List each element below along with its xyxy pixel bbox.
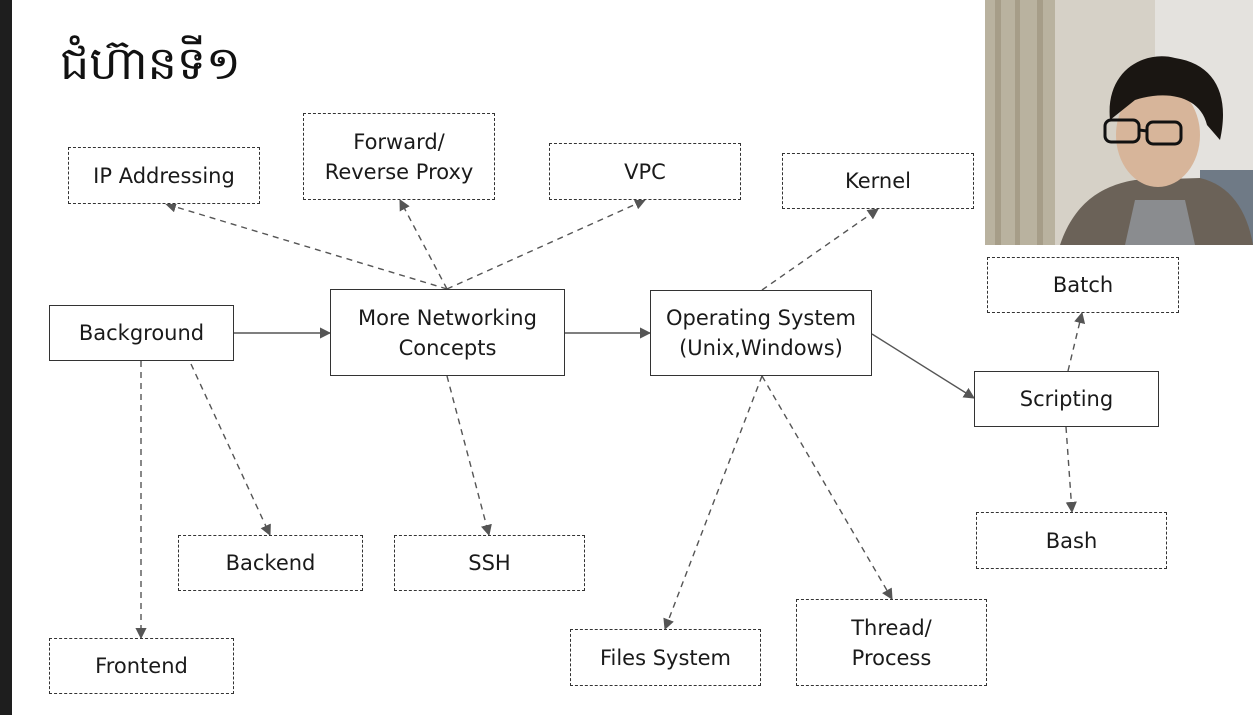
node-files-system: Files System xyxy=(570,629,761,686)
edge-scripting-to-batch xyxy=(1067,311,1086,372)
edge-operating-system-to-thread-process xyxy=(761,375,893,600)
node-proxy: Forward/ Reverse Proxy xyxy=(303,113,495,200)
edge-operating-system-to-files-system xyxy=(663,375,763,631)
edge-scripting-to-bash xyxy=(1065,426,1077,514)
node-vpc: VPC xyxy=(549,143,741,200)
node-bash: Bash xyxy=(976,512,1167,569)
node-ssh: SSH xyxy=(394,535,585,591)
edge-operating-system-to-kernel xyxy=(761,208,879,291)
node-thread-process: Thread/ Process xyxy=(796,599,987,686)
node-ip-addressing: IP Addressing xyxy=(68,147,260,204)
edge-more-networking-to-proxy xyxy=(399,199,448,290)
node-more-networking: More Networking Concepts xyxy=(330,289,565,376)
left-edge-bar xyxy=(0,0,12,715)
node-background: Background xyxy=(49,305,234,361)
webcam-overlay xyxy=(985,0,1253,245)
slide-title: ជំហ៊ានទី១ xyxy=(60,36,241,90)
edge-operating-system-to-scripting xyxy=(871,333,975,399)
edge-more-networking-to-vpc xyxy=(446,199,647,290)
edge-more-networking-to-ip-addressing xyxy=(164,201,448,290)
node-operating-system: Operating System (Unix,Windows) xyxy=(650,290,872,376)
node-batch: Batch xyxy=(987,257,1179,313)
node-frontend: Frontend xyxy=(49,638,234,694)
node-backend: Backend xyxy=(178,535,363,591)
presenter-video-image xyxy=(985,0,1253,245)
edge-background-to-backend xyxy=(190,363,271,537)
node-kernel: Kernel xyxy=(782,153,974,209)
edge-more-networking-to-ssh xyxy=(446,375,492,537)
node-scripting: Scripting xyxy=(974,371,1159,427)
